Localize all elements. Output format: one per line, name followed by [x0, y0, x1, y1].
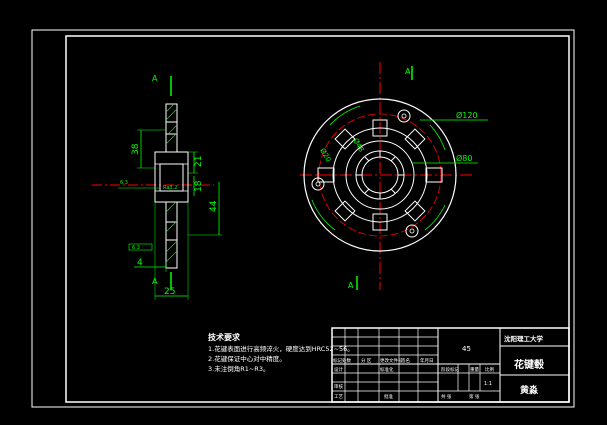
label-sheet-total: 共 张 [441, 393, 452, 400]
tech-item-3: 3.未注倒角R1~R3。 [208, 364, 269, 373]
label-designer: 设计 [334, 366, 343, 373]
section-label-top: A [152, 74, 158, 83]
title-block [331, 327, 570, 403]
front-section-bottom: A [348, 281, 354, 290]
bolt-hole-3 [405, 224, 419, 238]
university-text: 沈阳理工大学 [504, 334, 544, 343]
roughness-left: 6.3 [120, 180, 128, 186]
flag-box [128, 243, 153, 251]
front-view: A A Ø120 Ø80 Ø20 Ø48 [300, 62, 488, 290]
ring-48 [345, 140, 415, 210]
side-view: A A 38 21 18 44 4 25 6.3 Ra3.2 6.3 [92, 74, 222, 300]
tech-item-2: 2.花键保证中心对中精度。 [208, 354, 286, 363]
flag-box-text: 6.3 [132, 245, 140, 251]
pocket-top [372, 119, 388, 137]
tech-requirements: 技术要求 1.花键表面进行高频淬火，硬度达到HRC52~56。 2.花键保证中心… [208, 332, 354, 373]
pocket-bottom [372, 213, 388, 231]
outer-ticks [311, 105, 446, 231]
tech-title: 技术要求 [208, 332, 241, 342]
label-signature: 签名 [401, 357, 410, 364]
pocket-right [425, 167, 443, 183]
dim-44: 44 [209, 200, 219, 212]
label-approve: 批准 [384, 393, 393, 400]
lower-flange [165, 201, 178, 269]
tech-item-1: 1.花键表面进行高频淬火，硬度达到HRC52~56。 [208, 344, 354, 353]
label-process: 工艺 [334, 394, 343, 400]
label-scale: 比例 [485, 366, 494, 373]
bolt-hole-1 [397, 109, 411, 123]
inner-border [65, 35, 570, 403]
dim-18: 18 [194, 180, 204, 192]
spline-teeth [356, 151, 404, 199]
outer-border [31, 29, 575, 408]
ring-80 [332, 127, 428, 223]
label-date: 年月日 [420, 357, 434, 364]
dim-48: Ø48 [351, 137, 365, 153]
name-seal-text: 黄淼 [520, 384, 539, 396]
pocket-tr [404, 128, 426, 150]
outer-circle [303, 98, 457, 252]
bolt-circle [318, 113, 442, 237]
dim-21: 21 [194, 156, 204, 167]
label-weight: 重量 [470, 366, 479, 373]
roughness-spline: Ra3.2 [163, 185, 177, 191]
dim-25: 25 [164, 287, 175, 297]
pocket-br [404, 200, 426, 222]
dim-38: 38 [131, 143, 141, 155]
part-name-text: 花键毂 [514, 358, 544, 371]
label-doc-no: 更改文件号 [380, 357, 403, 364]
dim-120: Ø120 [456, 110, 478, 120]
label-mark: 标记处数 [333, 357, 351, 364]
pocket-bl [334, 200, 356, 222]
label-sheet-no: 第 张 [469, 393, 480, 400]
upper-flange [165, 103, 178, 153]
scale-text: 1:1 [484, 381, 492, 387]
material-text: 45 [462, 345, 471, 353]
dim-80: Ø80 [456, 153, 472, 163]
pocket-tl [334, 128, 356, 150]
bolt-hole-2 [311, 177, 325, 191]
label-standardize: 标准化 [380, 366, 394, 373]
label-stage-mark: 阶段标记 [441, 366, 459, 373]
label-review: 审核 [334, 383, 343, 390]
front-section-top: A [405, 67, 411, 76]
dim-4: 4 [137, 258, 143, 268]
pocket-left [317, 167, 335, 183]
label-partition: 分 区 [361, 357, 372, 364]
